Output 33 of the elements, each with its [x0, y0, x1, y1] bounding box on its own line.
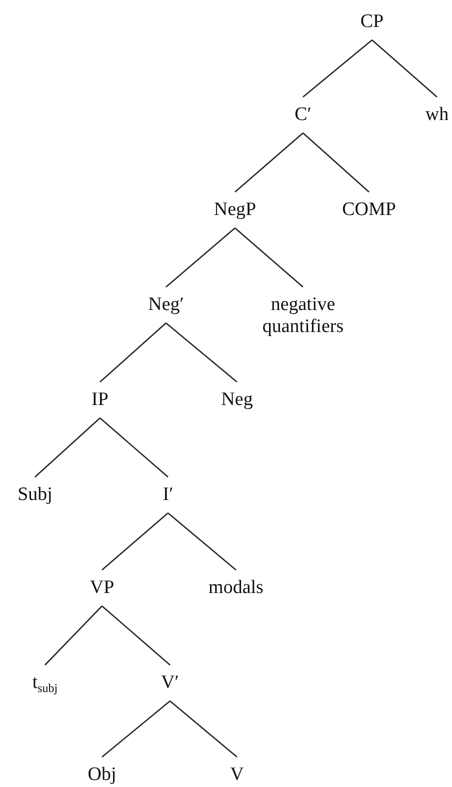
- tree-branch-line: [168, 512, 236, 570]
- tree-branch-line: [234, 132, 304, 192]
- tree-node-label: Subj: [16, 477, 54, 513]
- tree-branch-line: [372, 40, 438, 98]
- tree-branch-line: [302, 40, 372, 98]
- tree-node-label: CP: [358, 4, 386, 40]
- tree-node-label: V′: [159, 665, 181, 701]
- tree-node-label: Neg: [219, 382, 255, 418]
- tree-node-label: modals: [206, 570, 266, 606]
- tree-node-label: Obj: [86, 757, 118, 787]
- tree-node-label: t$_{subj}$: [30, 665, 60, 701]
- tree-branch-line: [170, 700, 238, 758]
- tree-node-label: negative quantifiers: [246, 287, 360, 345]
- tree-branch-line: [102, 606, 170, 666]
- tree-branch-line: [166, 322, 238, 382]
- tree-node-label: VP: [88, 570, 116, 606]
- tree-node-label: Neg′: [146, 287, 186, 323]
- tree-branch-line: [44, 606, 102, 666]
- tree-branch-line: [34, 418, 100, 478]
- tree-branch-line: [234, 228, 304, 288]
- tree-node-label: NegP: [212, 192, 258, 228]
- tree-node-label: IP: [90, 382, 110, 418]
- tree-node-label: V: [228, 757, 246, 787]
- tree-node-label: I′: [160, 477, 176, 513]
- tree-branch-line: [102, 700, 170, 758]
- tree-branch-line: [166, 228, 236, 288]
- tree-branch-line: [302, 132, 370, 192]
- tree-branch-line: [100, 322, 166, 382]
- tree-node-label: C′: [292, 97, 314, 133]
- tree-branch-line: [102, 512, 168, 570]
- tree-node-label: wh: [423, 97, 451, 133]
- tree-node-label: COMP: [340, 192, 398, 228]
- tree-branch-line: [100, 418, 168, 478]
